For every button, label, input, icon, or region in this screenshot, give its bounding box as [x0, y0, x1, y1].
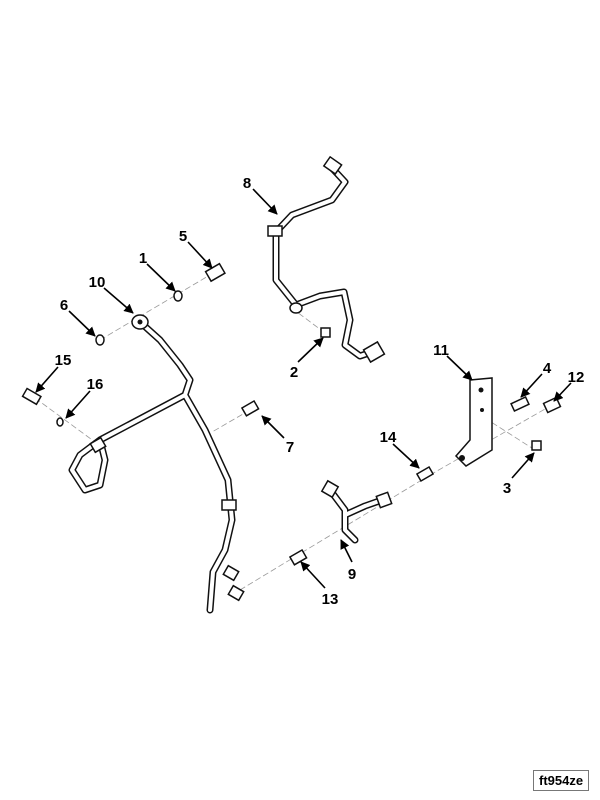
- small-parts: [21, 262, 562, 566]
- callout-1: 1: [139, 250, 147, 267]
- callout-6: 6: [60, 297, 68, 314]
- fuel-line-harness-top: [267, 155, 386, 364]
- callout-9: 9: [348, 566, 356, 583]
- callout-4: 4: [543, 360, 552, 377]
- assembly-lines: [34, 271, 553, 591]
- bracket: [454, 377, 493, 467]
- callout-arrows: [35, 188, 572, 589]
- callout-15: 15: [55, 352, 72, 369]
- callout-labels: 1 2 3 4 5 6 7 8 9 10 11 12 13 14 15 16: [55, 175, 585, 608]
- callout-10: 10: [89, 274, 106, 291]
- callout-3: 3: [503, 480, 511, 497]
- callout-11: 11: [433, 342, 449, 359]
- callout-5: 5: [179, 228, 187, 245]
- callout-7: 7: [286, 439, 294, 456]
- fuel-line-9: [320, 479, 393, 544]
- callout-2: 2: [290, 364, 298, 381]
- figure-id-label: ft954ze: [533, 770, 590, 791]
- callout-16: 16: [87, 376, 104, 393]
- callout-12: 12: [568, 369, 585, 386]
- callout-8: 8: [243, 175, 251, 192]
- fuel-line-harness-left: [68, 314, 245, 614]
- callout-13: 13: [322, 591, 339, 608]
- callout-14: 14: [380, 429, 397, 446]
